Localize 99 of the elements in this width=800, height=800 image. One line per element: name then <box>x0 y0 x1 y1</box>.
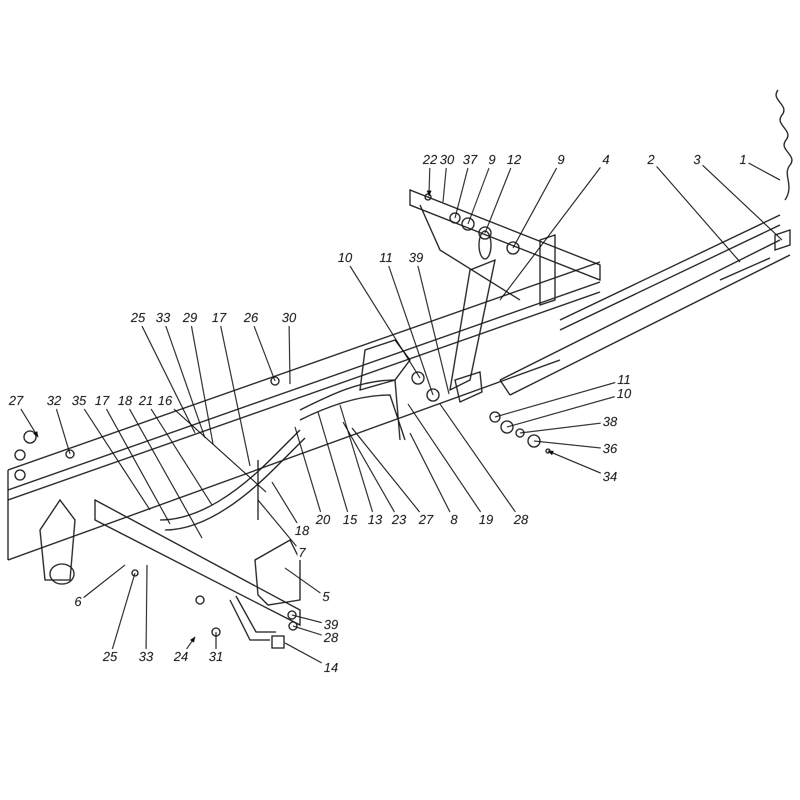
leader-line <box>83 564 126 598</box>
leader-line <box>748 162 780 180</box>
callout-number: 23 <box>390 513 408 527</box>
callout-number: 9 <box>556 153 566 167</box>
leader-line <box>417 266 450 394</box>
leader-line <box>484 168 512 234</box>
leader-line <box>352 428 420 512</box>
leader-line <box>547 450 602 474</box>
callout-number: 18 <box>294 524 310 538</box>
leader-line <box>20 408 38 438</box>
callout-number: 22 <box>422 153 438 167</box>
leader-line <box>468 168 490 224</box>
leader-line <box>440 404 516 512</box>
callout-number: 24 <box>172 650 190 664</box>
callout-number: 36 <box>602 442 618 456</box>
leader-line <box>106 408 170 524</box>
leader-line <box>534 440 602 449</box>
leader-line <box>129 408 202 538</box>
leader-line <box>292 626 322 636</box>
callout-number: 2 <box>646 153 656 167</box>
leader-line <box>506 396 616 428</box>
callout-number: 39 <box>408 251 424 265</box>
callout-number: 7 <box>297 546 307 560</box>
callout-number: 31 <box>208 650 224 664</box>
leader-line <box>165 326 206 438</box>
callout-number: 13 <box>366 513 384 527</box>
callout-number: 33 <box>138 650 154 664</box>
callout-number: 20 <box>314 513 332 527</box>
callout-number: 11 <box>616 373 632 387</box>
leader-line <box>702 164 782 240</box>
callout-number: 4 <box>601 153 611 167</box>
leader-line <box>388 266 434 396</box>
callout-number: 15 <box>342 513 358 527</box>
callout-number: 28 <box>512 513 530 527</box>
leader-line <box>288 326 290 384</box>
leader-line <box>186 636 196 650</box>
callout-number: 1 <box>738 153 748 167</box>
callout-number: 6 <box>73 595 83 609</box>
leader-line <box>272 482 298 524</box>
callout-number: 10 <box>336 251 354 265</box>
leader-line <box>512 168 558 248</box>
leader-line <box>146 564 148 650</box>
callout-number: 28 <box>322 631 340 645</box>
leader-line <box>520 422 602 434</box>
leader-line <box>292 614 322 624</box>
leader-line <box>254 326 276 382</box>
callout-number: 38 <box>602 415 618 429</box>
callout-number: 3 <box>692 153 702 167</box>
leader-line <box>500 166 601 300</box>
callout-number: 11 <box>378 251 394 265</box>
callout-number: 32 <box>46 394 62 408</box>
callout-number: 16 <box>156 394 174 408</box>
leader-line <box>342 422 395 512</box>
callout-number: 10 <box>616 387 632 401</box>
leader-line <box>173 408 266 492</box>
callout-number: 12 <box>506 153 522 167</box>
callout-number: 27 <box>418 513 434 527</box>
leader-line <box>112 572 136 650</box>
callout-number: 17 <box>210 311 228 325</box>
callout-number: 30 <box>438 153 456 167</box>
callout-number: 37 <box>462 153 478 167</box>
callout-number: 25 <box>130 311 146 325</box>
callout-number: 34 <box>602 470 618 484</box>
leader-line <box>454 168 468 218</box>
leader-line <box>494 382 616 418</box>
leader-line <box>284 568 321 594</box>
leader-line <box>426 168 432 197</box>
leader-line <box>656 166 740 262</box>
leader-line <box>442 168 447 202</box>
leader-line <box>220 326 250 466</box>
callout-number: 29 <box>182 311 198 325</box>
callout-number: 35 <box>70 394 88 408</box>
callout-number: 33 <box>154 311 172 325</box>
leader-line <box>408 404 482 512</box>
leader-line <box>141 326 196 434</box>
callout-number: 18 <box>116 394 134 408</box>
leader-line <box>284 642 322 664</box>
callout-number: 8 <box>449 513 459 527</box>
callout-number: 14 <box>322 661 340 675</box>
leader-line <box>84 408 150 510</box>
callout-number: 5 <box>321 590 331 604</box>
leader-line <box>318 412 348 512</box>
callout-number: 17 <box>94 394 110 408</box>
callout-number: 27 <box>8 394 24 408</box>
callout-number: 19 <box>478 513 494 527</box>
leader-line <box>294 426 322 512</box>
callout-number: 21 <box>138 394 154 408</box>
leader-line <box>190 326 214 444</box>
callout-number: 30 <box>280 311 298 325</box>
callout-number: 25 <box>102 650 118 664</box>
leader-line <box>56 408 70 454</box>
callout-number: 9 <box>487 153 497 167</box>
leader-line <box>340 404 374 512</box>
leader-line <box>410 432 450 512</box>
callout-number: 39 <box>322 618 340 632</box>
leader-line <box>350 266 420 378</box>
leader-line <box>150 408 212 506</box>
leader-line <box>258 500 297 547</box>
callout-number: 26 <box>242 311 260 325</box>
